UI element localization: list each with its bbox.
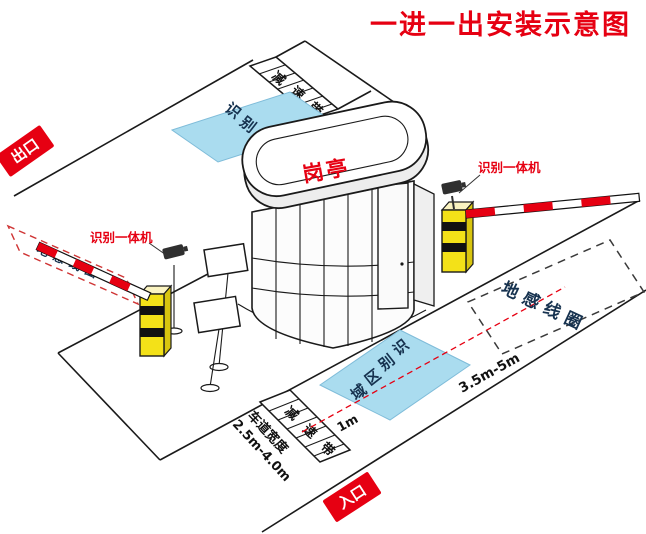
coil-dashed-rect xyxy=(6,224,140,306)
exit-lane-upper-edge xyxy=(13,59,254,197)
barrier-gate-left xyxy=(35,241,173,358)
barrier-cabinet xyxy=(441,209,467,273)
door-handle xyxy=(400,262,404,266)
barrier-gate-right: 识别一体机 xyxy=(440,160,641,274)
barrier-arm xyxy=(464,192,641,219)
speed-bump-hatching xyxy=(268,398,345,457)
info-signs xyxy=(193,242,249,393)
camera-pointer-line xyxy=(458,174,481,194)
camera-head-icon xyxy=(441,180,467,195)
sign-board-2 xyxy=(193,295,242,334)
booth-walls xyxy=(251,180,415,349)
recognition-zone-area xyxy=(319,329,471,421)
cabinet-band xyxy=(442,222,466,231)
barrier-cabinet-side xyxy=(163,284,172,358)
sign-base-1 xyxy=(209,362,229,372)
booth-door-flap xyxy=(413,182,435,307)
camera-label: 识别一体机 xyxy=(478,160,541,175)
cabinet-band xyxy=(442,243,466,252)
camera-head-icon xyxy=(162,244,189,260)
site-lower-left-edge xyxy=(57,352,161,461)
camera-label: 识别一体机 xyxy=(90,230,153,245)
entrance-badge-bg xyxy=(323,472,381,522)
booth-roof-inner-line xyxy=(255,115,409,186)
camera-pointer-line xyxy=(148,242,170,258)
booth-door xyxy=(377,182,409,310)
entry-lane-centerline xyxy=(301,286,566,433)
coil-dashed-rect xyxy=(466,239,646,355)
barrier-cabinet xyxy=(139,293,165,357)
top-edge-short xyxy=(275,40,306,58)
sign-pole-2 xyxy=(209,328,220,388)
sign-base-2 xyxy=(200,383,220,393)
entry-lane-lower-edge xyxy=(261,289,646,533)
booth-window-mullions xyxy=(275,190,373,347)
cabinet-band xyxy=(140,306,164,315)
guard-booth: 岗亭 xyxy=(237,100,435,349)
exit-badge-bg xyxy=(0,125,54,177)
camera-stem xyxy=(451,195,455,210)
page-title: 一进一出安装示意图 xyxy=(370,9,631,41)
sign-board-1 xyxy=(203,242,249,278)
booth-roof xyxy=(241,100,428,198)
recognition-camera-left: 识别一体机 xyxy=(90,230,189,335)
barrier-arm xyxy=(35,241,152,302)
cabinet-band xyxy=(140,328,164,337)
speed-bump-band xyxy=(258,389,352,463)
top-edge-short-2 xyxy=(337,90,372,110)
